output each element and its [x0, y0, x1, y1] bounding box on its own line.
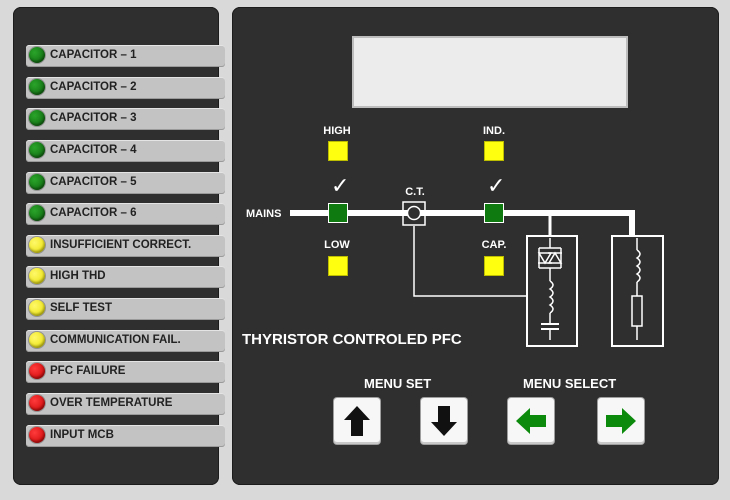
ind-label: IND.: [483, 125, 505, 137]
status-item-capacitor-1[interactable]: CAPACITOR – 1: [26, 45, 225, 67]
mains-switch-indicator: [328, 203, 348, 223]
check-icon: ✓: [487, 173, 506, 198]
led-green-icon: [29, 79, 45, 95]
cap-indicator: [484, 256, 504, 276]
status-label: CAPACITOR – 3: [50, 112, 137, 124]
led-green-icon: [29, 142, 45, 158]
arrow-down-button[interactable]: [421, 398, 467, 444]
status-label: CAPACITOR – 1: [50, 49, 137, 61]
status-item-high-thd[interactable]: HIGH THD: [26, 266, 225, 288]
check-icon: ✓: [331, 173, 350, 198]
menu-select-label: MENU SELECT: [523, 376, 617, 391]
arrow-left-button[interactable]: [508, 398, 554, 444]
status-label: CAPACITOR – 6: [50, 207, 137, 219]
status-label: INPUT MCB: [50, 429, 114, 441]
status-label: COMMUNICATION FAIL.: [50, 334, 181, 346]
low-label: LOW: [324, 239, 350, 251]
arrow-up-button[interactable]: [334, 398, 380, 444]
led-green-icon: [29, 110, 45, 126]
status-item-capacitor-5[interactable]: CAPACITOR – 5: [26, 172, 225, 194]
status-item-capacitor-6[interactable]: CAPACITOR – 6: [26, 203, 225, 225]
led-green-icon: [29, 47, 45, 63]
status-label: OVER TEMPERATURE: [50, 397, 173, 409]
led-green-icon: [29, 174, 45, 190]
status-panel: CAPACITOR – 1 CAPACITOR – 2 CAPACITOR – …: [13, 7, 225, 485]
status-item-communication-fail[interactable]: COMMUNICATION FAIL.: [26, 330, 225, 352]
ind-indicator: [484, 141, 504, 161]
mains-label: MAINS: [246, 208, 282, 220]
cap-label: CAP.: [481, 239, 507, 251]
led-red-icon: [29, 363, 45, 379]
status-item-input-mcb[interactable]: INPUT MCB: [26, 425, 225, 447]
low-indicator: [328, 256, 348, 276]
status-label: SELF TEST: [50, 302, 112, 314]
led-yellow-icon: [29, 237, 45, 253]
status-item-capacitor-4[interactable]: CAPACITOR – 4: [26, 140, 225, 162]
led-yellow-icon: [29, 300, 45, 316]
arrow-right-icon: [606, 408, 636, 434]
lcd-display: [352, 36, 628, 108]
led-red-icon: [29, 395, 45, 411]
status-label: CAPACITOR – 4: [50, 144, 137, 156]
led-yellow-icon: [29, 268, 45, 284]
status-item-self-test[interactable]: SELF TEST: [26, 298, 225, 320]
status-item-capacitor-2[interactable]: CAPACITOR – 2: [26, 77, 225, 99]
load-switch-indicator: [484, 203, 504, 223]
status-item-over-temperature[interactable]: OVER TEMPERATURE: [26, 393, 225, 415]
arrow-down-icon: [431, 406, 457, 436]
status-item-pfc-failure[interactable]: PFC FAILURE: [26, 361, 225, 383]
arrow-up-icon: [344, 406, 370, 436]
menu-set-label: MENU SET: [364, 376, 432, 391]
ct-label: C.T.: [405, 186, 425, 198]
status-label: HIGH THD: [50, 270, 106, 282]
high-indicator: [328, 141, 348, 161]
led-green-icon: [29, 205, 45, 221]
status-label: CAPACITOR – 5: [50, 176, 137, 188]
led-yellow-icon: [29, 332, 45, 348]
status-label: CAPACITOR – 2: [50, 81, 137, 93]
arrow-left-icon: [516, 408, 546, 434]
high-label: HIGH: [323, 125, 351, 137]
status-item-capacitor-3[interactable]: CAPACITOR – 3: [26, 108, 225, 130]
panel-title: THYRISTOR CONTROLED PFC: [242, 331, 462, 348]
led-red-icon: [29, 427, 45, 443]
status-label: PFC FAILURE: [50, 365, 126, 377]
status-label: INSUFFICIENT CORRECT.: [50, 239, 192, 251]
arrow-right-button[interactable]: [598, 398, 644, 444]
status-item-insufficient-correct[interactable]: INSUFFICIENT CORRECT.: [26, 235, 225, 257]
